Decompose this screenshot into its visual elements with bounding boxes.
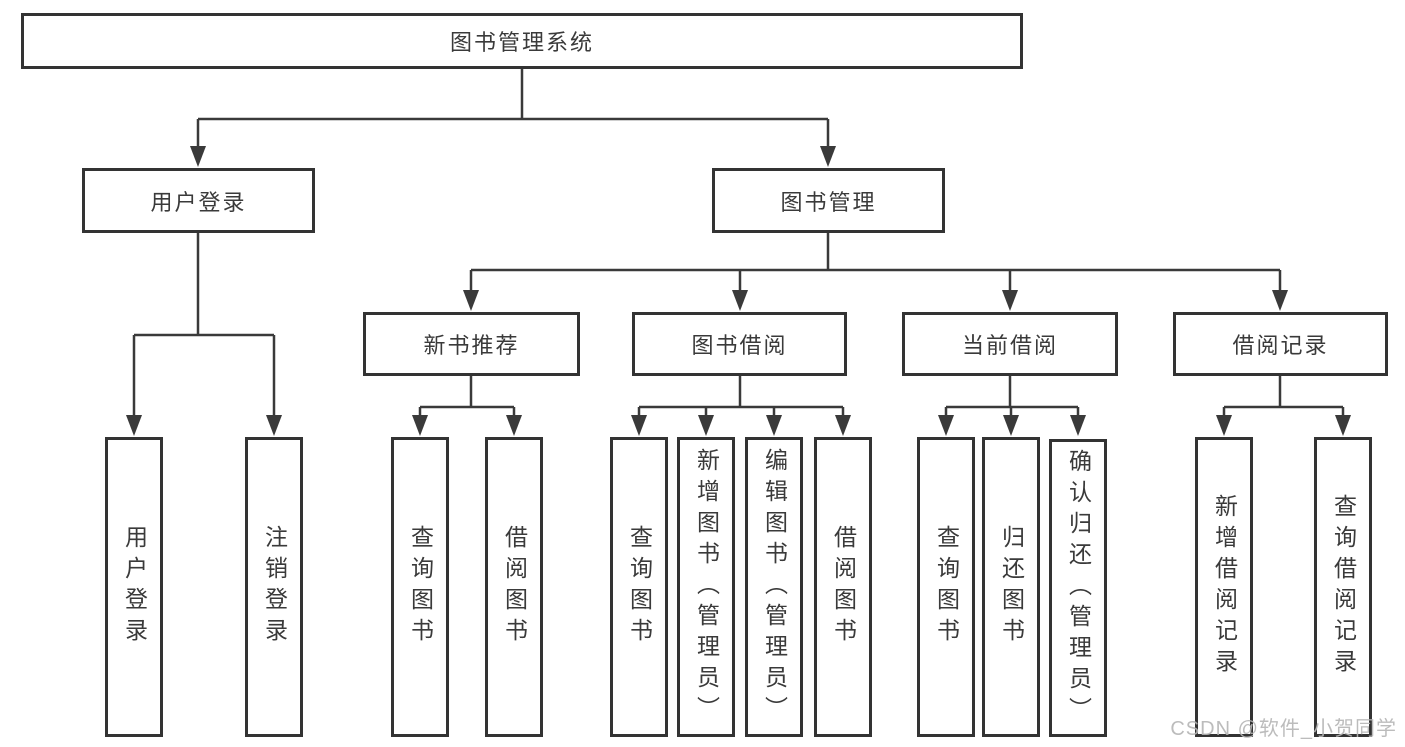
leaf-borrow-books-recommend: 借阅图书: [485, 437, 543, 737]
leaf-label: 借阅图书: [830, 525, 857, 649]
node-label: 图书管理系统: [449, 30, 594, 55]
leaf-return-books: 归还图书: [982, 437, 1040, 737]
node-new-book-recommendation: 新书推荐: [363, 312, 580, 376]
leaf-label: 注销登录: [261, 525, 288, 649]
leaf-query-borrow-record: 查询借阅记录: [1314, 437, 1372, 737]
leaf-user-login: 用户登录: [105, 437, 163, 737]
leaf-query-books-borrowing: 查询图书: [610, 437, 668, 737]
leaf-query-books-recommend: 查询图书: [391, 437, 449, 737]
leaf-query-books-current: 查询图书: [917, 437, 975, 737]
leaf-label: 新增借阅记录: [1211, 494, 1238, 680]
leaf-label: 查询图书: [626, 525, 653, 649]
node-label: 当前借阅: [961, 333, 1058, 358]
node-user-login: 用户登录: [82, 168, 315, 233]
leaf-add-borrow-record: 新增借阅记录: [1195, 437, 1253, 737]
node-current-borrowing: 当前借阅: [902, 312, 1118, 376]
leaf-label: 归还图书: [998, 525, 1025, 649]
node-label: 图书管理: [780, 189, 877, 215]
csdn-watermark: CSDN @软件_小贺同学: [1170, 718, 1397, 740]
node-library-management-system: 图书管理系统: [21, 13, 1023, 69]
node-book-management: 图书管理: [712, 168, 945, 233]
node-label: 用户登录: [150, 189, 247, 215]
leaf-label: 新增图书（管理员）: [693, 447, 720, 727]
leaf-label: 借阅图书: [501, 525, 528, 649]
node-label: 图书借阅: [691, 333, 788, 358]
node-label: 借阅记录: [1232, 333, 1329, 358]
leaf-label: 用户登录: [121, 525, 148, 649]
node-label: 新书推荐: [423, 333, 520, 358]
leaf-label: 查询图书: [933, 525, 960, 649]
leaf-edit-book-admin: 编辑图书（管理员）: [745, 437, 803, 737]
leaf-borrow-books-borrowing: 借阅图书: [814, 437, 872, 737]
leaf-label: 查询图书: [407, 525, 434, 649]
leaf-confirm-return-admin: 确认归还（管理员）: [1049, 439, 1107, 737]
leaf-logout: 注销登录: [245, 437, 303, 737]
leaf-label: 查询借阅记录: [1330, 494, 1357, 680]
leaf-label: 确认归还（管理员）: [1065, 448, 1092, 728]
leaf-label: 编辑图书（管理员）: [761, 447, 788, 727]
node-book-borrowing: 图书借阅: [632, 312, 847, 376]
node-borrowing-records: 借阅记录: [1173, 312, 1388, 376]
leaf-add-book-admin: 新增图书（管理员）: [677, 437, 735, 737]
